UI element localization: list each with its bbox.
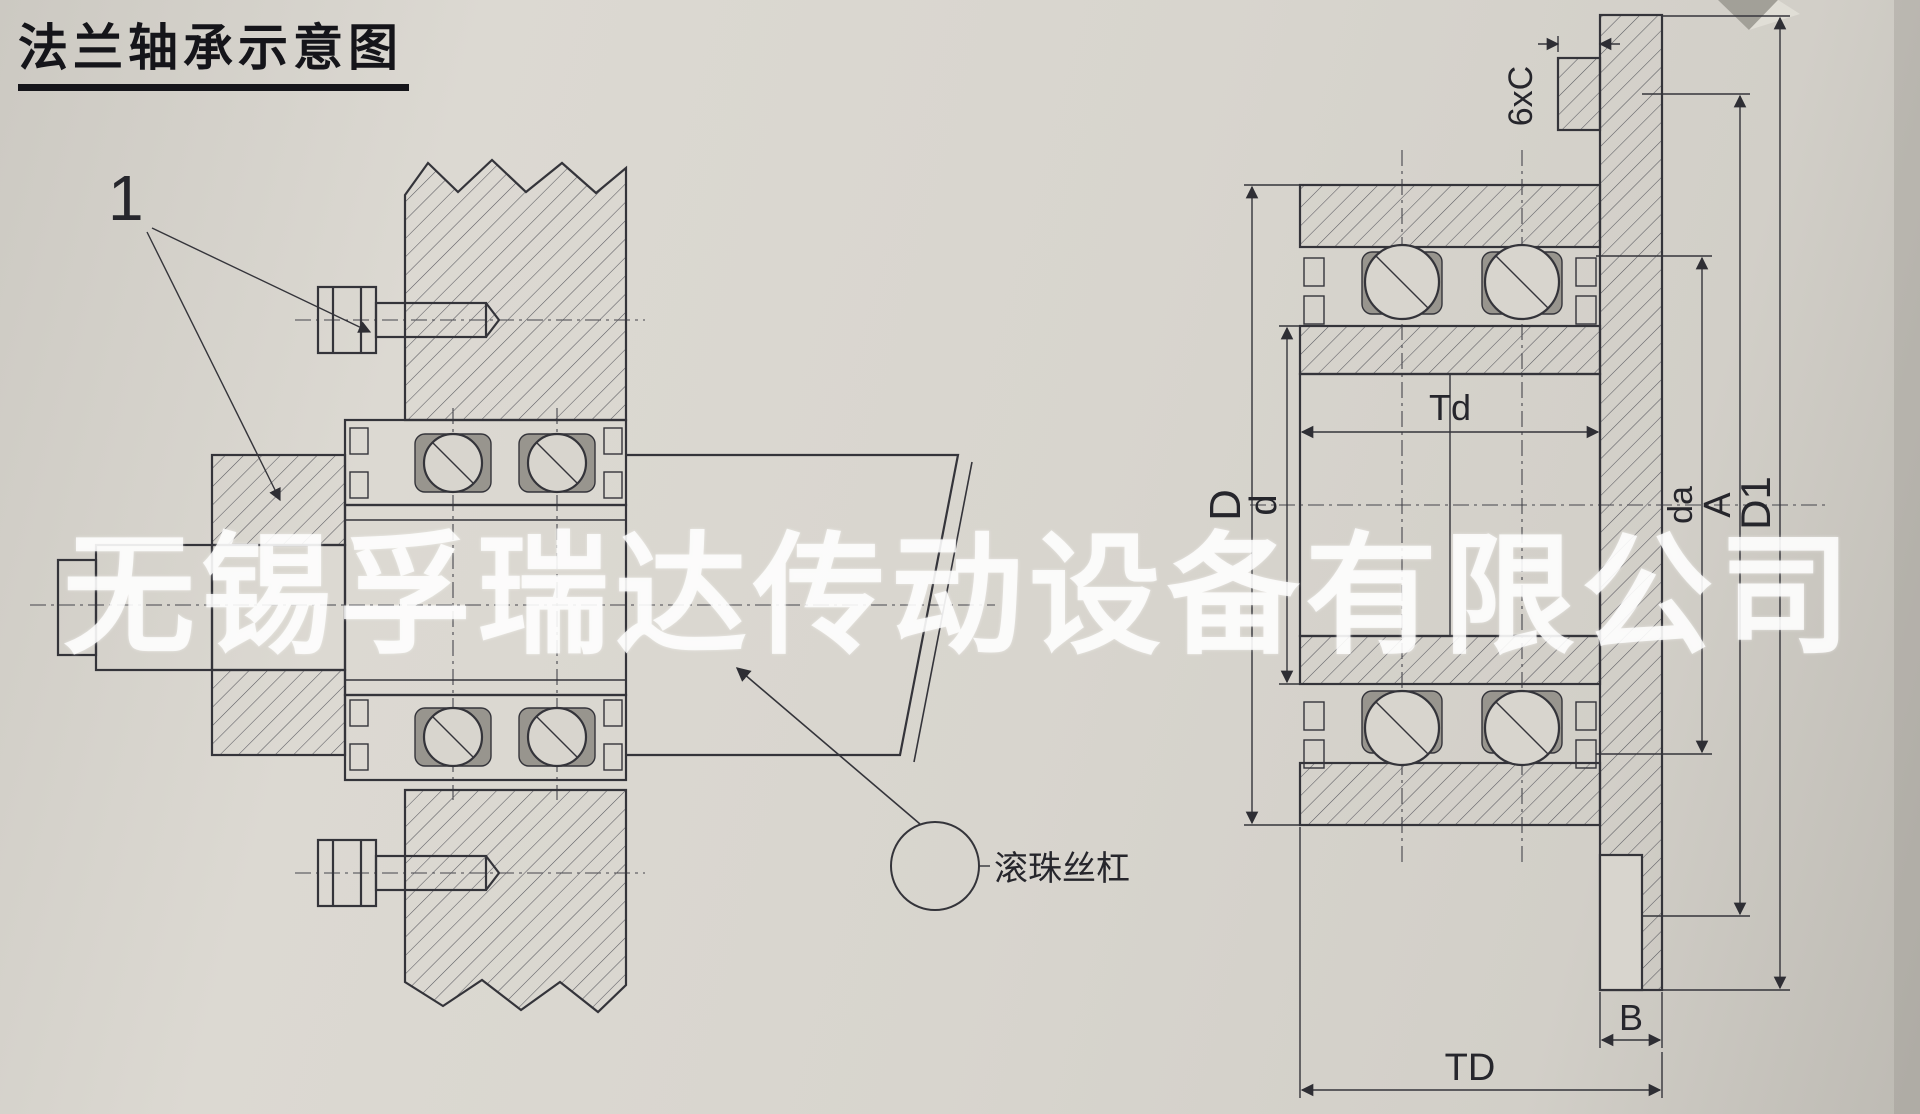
- bolt-top: [316, 285, 501, 355]
- page-title: 法兰轴承示意图: [18, 8, 409, 91]
- ball-screw-shaft: [626, 453, 973, 763]
- dim-shoulder-diameter-label: da: [1662, 486, 1700, 524]
- scan-artifacts: [1718, 0, 1920, 1114]
- bolt-bottom: [316, 838, 501, 908]
- part-number-label: 1: [108, 162, 144, 234]
- outer-ring-top: [1298, 183, 1602, 249]
- dim-total-width-label: TD: [1445, 1047, 1496, 1089]
- dim-bolt-circle-label: A: [1697, 492, 1739, 518]
- ball-row-top: [1303, 243, 1597, 325]
- ball-screw-callout: 滚珠丝杠: [735, 667, 1130, 911]
- housing-bottom-section: [403, 788, 628, 1014]
- bearing-top: [343, 418, 628, 507]
- flange-plate: [210, 453, 347, 757]
- detail-balloon: [890, 821, 980, 911]
- left-assembly-view: 1 滚珠丝杠: [30, 158, 1130, 1014]
- part-callout: 1: [108, 162, 372, 502]
- dim-bore-diameter-label: d: [1243, 494, 1285, 515]
- bearing-bottom: [343, 693, 628, 782]
- dim-flange-diameter-label: D1: [1732, 476, 1779, 530]
- ball-row-bottom: [1303, 689, 1597, 769]
- shaft: [56, 503, 628, 697]
- dim-thread-diameter-label: Td: [1429, 387, 1471, 428]
- housing-top-section: [403, 158, 628, 422]
- right-section-view: 6xC D d Td da: [1201, 13, 1830, 1098]
- dim-flange-width-label: B: [1619, 997, 1643, 1038]
- outer-ring-bottom: [1298, 761, 1602, 827]
- dim-bolt-holes-label: 6xC: [1502, 66, 1540, 126]
- dim-outer-diameter-label: D: [1201, 489, 1250, 521]
- inner-ring-top: [1298, 324, 1602, 376]
- flange: [1556, 13, 1664, 992]
- inner-ring-bottom: [1298, 634, 1602, 686]
- ball-screw-label: 滚珠丝杠: [994, 850, 1130, 888]
- dimensions: 6xC D d Td da: [1201, 15, 1790, 1098]
